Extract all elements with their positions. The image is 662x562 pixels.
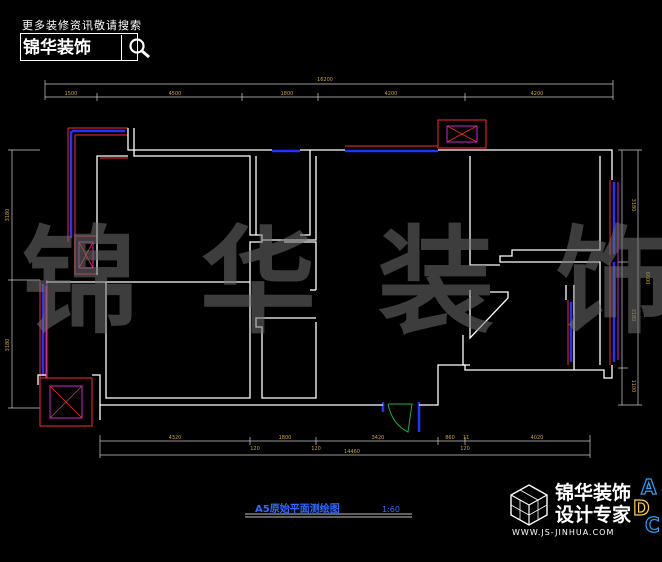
wall-mark-2: 120	[311, 446, 321, 452]
top-dimension-chain	[44, 80, 614, 101]
magnifier-icon[interactable]	[125, 37, 153, 59]
right-dim-1: 3180	[630, 199, 636, 212]
logo-tagline: 设计专家	[555, 504, 632, 526]
bottom-dimension-chain	[99, 435, 591, 458]
shaft-cross-marks	[49, 125, 478, 419]
left-dim-2: 3180	[5, 339, 11, 352]
bottom-dim-6: 4020	[531, 435, 544, 441]
cube-logo-icon	[510, 484, 548, 526]
window-frames	[39, 119, 611, 427]
drawing-title: A5原始平面测绘图	[255, 504, 340, 515]
walls	[37, 128, 613, 420]
top-dim-1: 1500	[65, 91, 78, 97]
top-dim-5: 4200	[531, 91, 544, 97]
right-dim-2: 6600	[644, 272, 650, 285]
top-dim-3: 1800	[281, 91, 294, 97]
bottom-dim-3: 3420	[372, 435, 385, 441]
drawing-scale: 1:60	[382, 505, 400, 514]
left-dimension-chain	[8, 149, 40, 409]
wall-mark-3: 120	[460, 446, 470, 452]
left-dim-1: 3180	[5, 209, 11, 222]
svg-text:C: C	[645, 513, 660, 537]
search-caption: 更多装修资讯敬请搜索	[22, 19, 142, 32]
brand-divider	[121, 35, 122, 61]
window-detail-lines	[46, 125, 619, 419]
right-dimension-chain	[618, 149, 642, 406]
brand-name: 锦华装饰	[23, 38, 91, 58]
overall-top-dimension: 16200	[317, 77, 333, 83]
svg-text:D: D	[633, 496, 650, 520]
windows	[41, 129, 616, 432]
bottom-dim-1: 4320	[169, 435, 182, 441]
right-dim-3: 3180	[630, 309, 636, 322]
svg-text:A: A	[641, 475, 657, 499]
watermark-text: 锦华装饰	[22, 214, 662, 350]
brand-search-box[interactable]: 锦华装饰	[20, 33, 150, 61]
top-dim-2: 4500	[169, 91, 182, 97]
logo-url[interactable]: WWW.JS-JINHUA.COM	[512, 528, 615, 537]
bottom-dim-2: 1800	[279, 435, 292, 441]
logo-brand-name: 锦华装饰	[555, 482, 632, 504]
entry-door-swing	[387, 403, 413, 433]
edge-decor-letters: A D C	[632, 474, 660, 537]
right-dim-4: 1100	[630, 380, 636, 393]
bottom-dim-5: 11	[463, 435, 469, 441]
bottom-dim-4: 860	[445, 435, 455, 441]
wall-mark-1: 120	[250, 446, 260, 452]
overall-bottom-dimension: 14460	[344, 449, 360, 455]
top-dim-4: 4200	[385, 91, 398, 97]
title-underline	[245, 513, 412, 518]
